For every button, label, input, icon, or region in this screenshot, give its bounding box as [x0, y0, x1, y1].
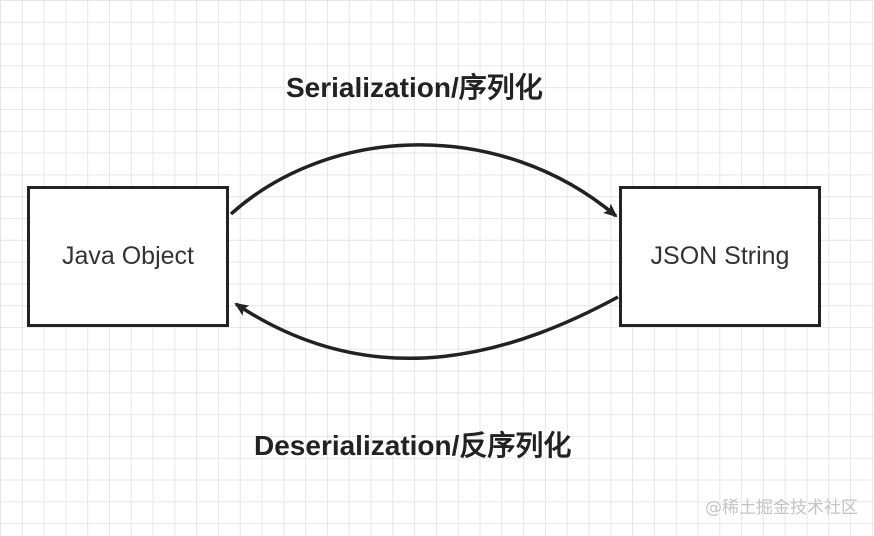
- serialization-arrow: [229, 143, 618, 218]
- json-string-label: JSON String: [650, 242, 790, 270]
- json-string-node: JSON String: [619, 186, 821, 327]
- serialization-label: Serialization/序列化: [286, 72, 543, 103]
- java-object-label: Java Object: [61, 242, 194, 270]
- deserialization-arrow: [234, 295, 619, 360]
- deserialization-label: Deserialization/反序列化: [254, 430, 572, 461]
- java-object-node: Java Object: [27, 186, 229, 327]
- watermark-text: @稀土掘金技术社区: [705, 498, 858, 518]
